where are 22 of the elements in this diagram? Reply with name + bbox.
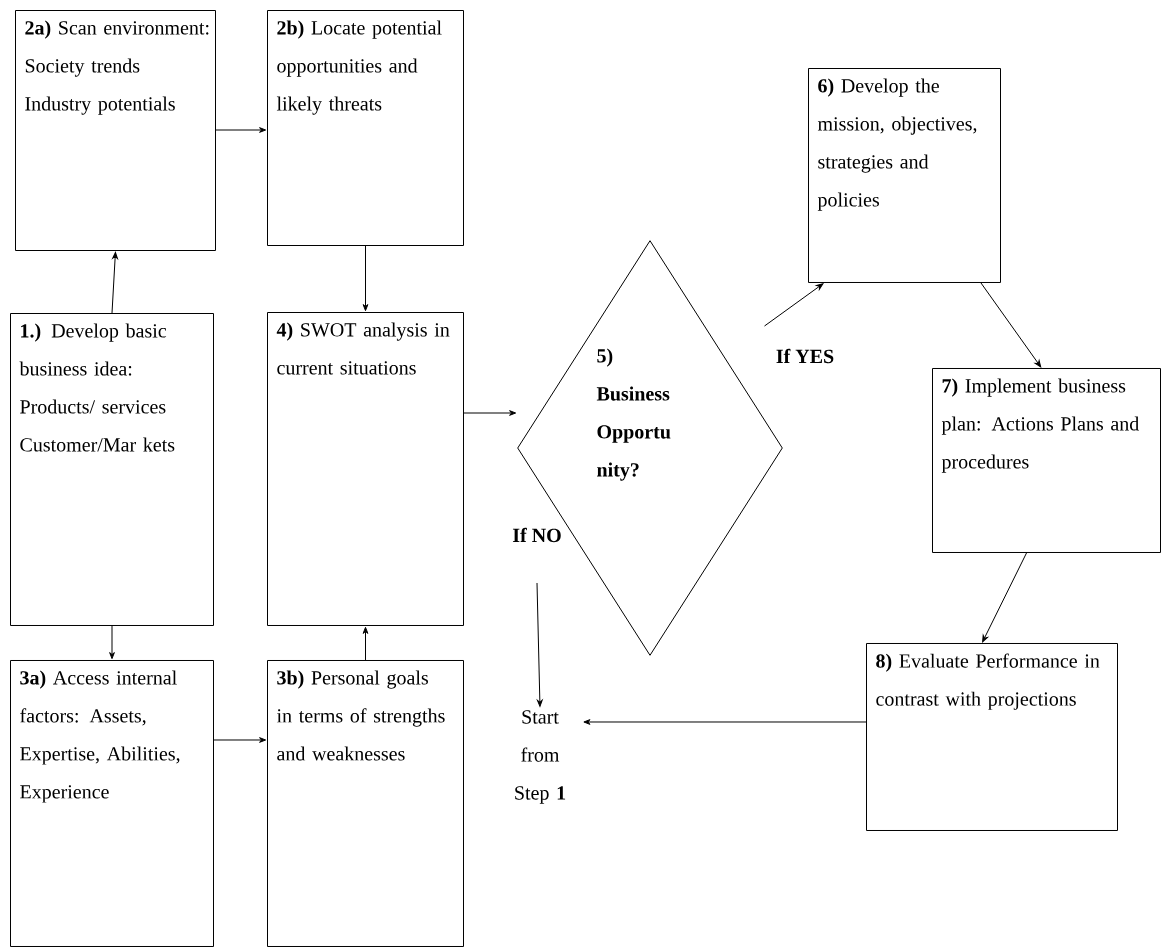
arrow bbox=[362, 626, 369, 661]
arrow bbox=[213, 737, 267, 743]
process-box: 3a) Access internal factors: Assets, Expertise, Abilities, Experience bbox=[10, 660, 214, 947]
process-box: 4) SWOT analysis in current situations bbox=[267, 312, 464, 626]
arrow bbox=[111, 251, 118, 314]
arrow bbox=[764, 283, 824, 327]
arrow bbox=[109, 625, 115, 660]
arrow bbox=[980, 282, 1042, 368]
arrow bbox=[362, 245, 369, 312]
step-text: Start from Step 1 bbox=[515, 710, 566, 804]
arrow bbox=[583, 719, 867, 725]
process-box: 3b) Personal goals in terms of strengths and weaknesses bbox=[267, 660, 464, 947]
process-box: 2b) Locate potential opportunities and likely threats bbox=[267, 10, 464, 246]
arrow bbox=[536, 582, 543, 707]
arrow bbox=[982, 552, 1027, 643]
process-box: 6) Develop the mission, objectives, strategies and policies bbox=[808, 68, 1001, 283]
arrow bbox=[463, 410, 517, 416]
process-box: 2a) Scan environment: Society trends Industry potentials bbox=[15, 10, 216, 251]
arrow bbox=[215, 127, 267, 133]
process-box: 7) Implement business plan: Actions Plans and procedures bbox=[932, 368, 1161, 553]
process-box: 1.) Develop basic business idea: Products/ services Customer/Mar kets bbox=[10, 313, 214, 626]
process-box: 8) Evaluate Performance in contrast with projections bbox=[866, 643, 1118, 831]
